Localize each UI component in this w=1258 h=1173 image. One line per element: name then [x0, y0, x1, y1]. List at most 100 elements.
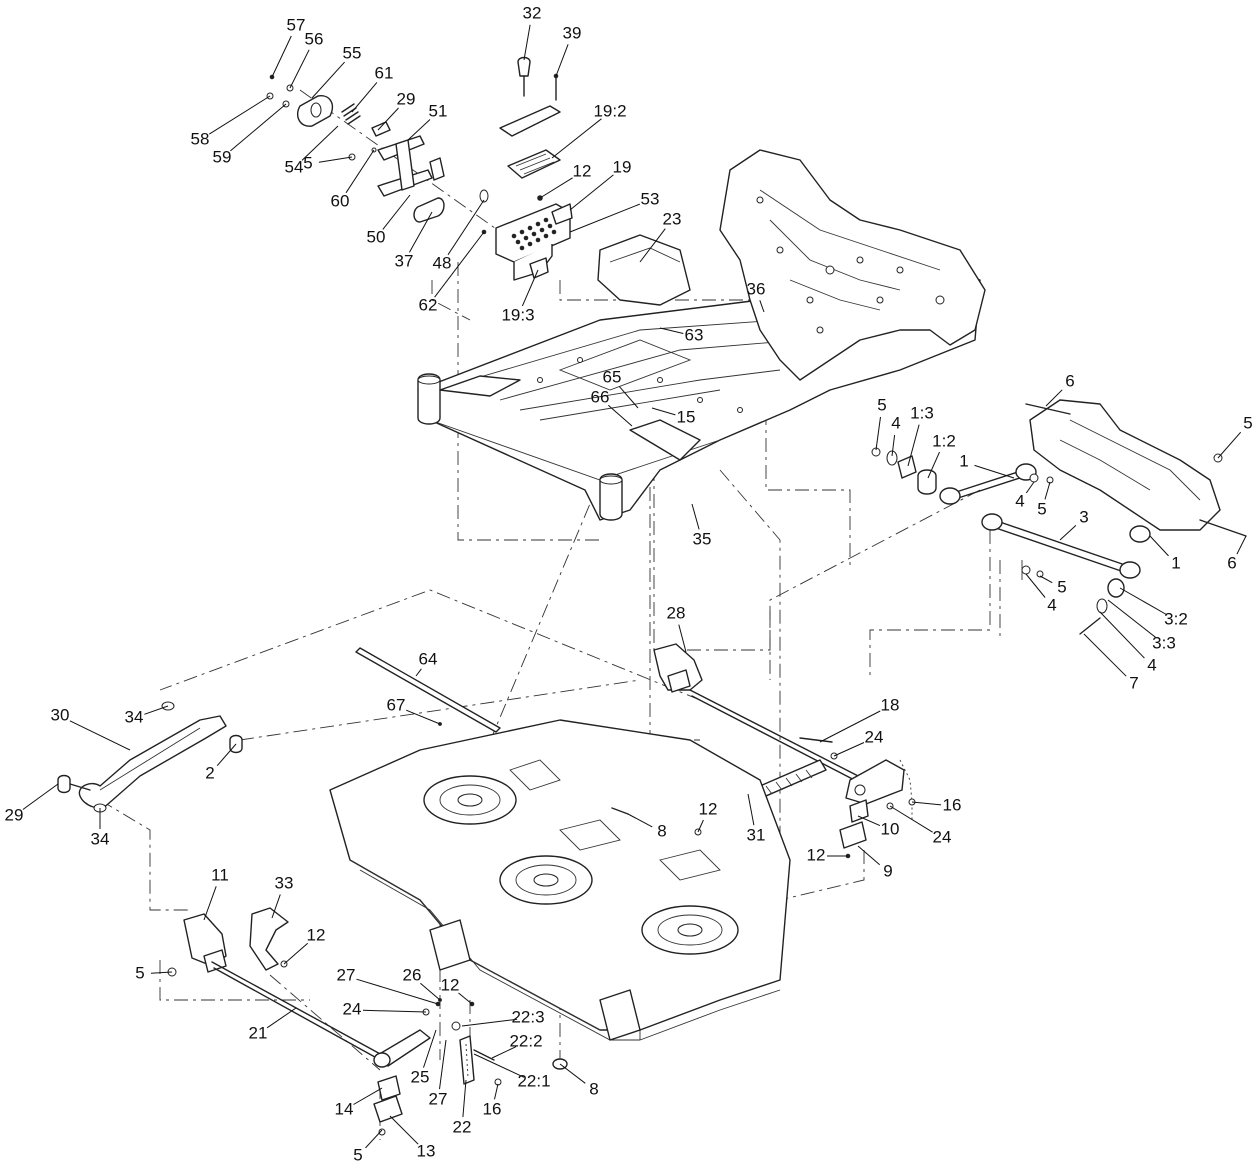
- lower-shaft-assembly: [167, 907, 502, 1136]
- leader-c3_3: [1107, 599, 1156, 638]
- callout-c56: 56: [305, 29, 324, 48]
- callout-c12a: 12: [573, 161, 592, 180]
- callout-leaders: [22, 24, 1247, 1149]
- callout-c4b: 4: [1015, 491, 1024, 510]
- leader-c8a: [627, 813, 653, 828]
- callout-c13: 13: [417, 1141, 436, 1160]
- callout-c1_2: 1:2: [932, 431, 956, 450]
- leader-c5e: [1039, 575, 1053, 584]
- callout-c48: 48: [433, 253, 452, 272]
- callout-c1a: 1: [959, 451, 968, 470]
- callout-c26: 26: [403, 965, 422, 984]
- leader-c1_2: [927, 451, 940, 479]
- callout-c6a: 6: [1065, 371, 1074, 390]
- leader-c31: [747, 793, 755, 826]
- callout-c67: 67: [387, 695, 406, 714]
- callout-c53: 53: [641, 189, 660, 208]
- leader-c12d: [283, 942, 309, 965]
- callout-c34a: 34: [125, 707, 144, 726]
- leader-c29a: [377, 107, 399, 131]
- leader-c5a: [318, 156, 353, 163]
- pedal-plate-holes: [511, 217, 557, 251]
- callout-c5f: 5: [135, 963, 144, 982]
- leader-c66: [607, 404, 633, 427]
- leader-c36: [759, 300, 765, 313]
- callout-c5d: 5: [1037, 499, 1046, 518]
- callout-c57: 57: [287, 15, 306, 34]
- callout-c54: 54: [285, 157, 304, 176]
- leader-c22_1: [473, 1053, 525, 1078]
- leader-c27b: [439, 1039, 447, 1090]
- callout-c18: 18: [881, 695, 900, 714]
- leader-c24b: [889, 805, 933, 833]
- leader-c58: [209, 95, 271, 135]
- callout-c3_2: 3:2: [1164, 609, 1188, 628]
- leader-c65: [618, 385, 639, 409]
- right-link-assembly: [871, 399, 1247, 635]
- leader-c22: [462, 1079, 467, 1118]
- leader-c19_3: [521, 269, 539, 307]
- leader-c1a: [974, 464, 1015, 479]
- leader-c12a: [539, 177, 573, 199]
- callout-c7: 7: [1129, 673, 1138, 692]
- leader-c64: [415, 668, 422, 677]
- leader-c2: [216, 743, 237, 767]
- callout-c8b: 8: [589, 1079, 598, 1098]
- leader-c19: [569, 174, 614, 211]
- leader-c18: [819, 710, 881, 743]
- leader-c4b: [1025, 481, 1035, 494]
- callout-c14: 14: [335, 1099, 354, 1118]
- leader-c12b: [697, 819, 704, 833]
- callout-c27b: 27: [429, 1089, 448, 1108]
- leader-c7: [1083, 633, 1127, 677]
- callout-c3_3: 3:3: [1152, 633, 1176, 652]
- callout-c30: 30: [51, 705, 70, 724]
- callout-c12b: 12: [699, 799, 718, 818]
- callout-c24c: 24: [343, 999, 362, 1018]
- leader-c37: [408, 211, 433, 253]
- callout-c55: 55: [343, 43, 362, 62]
- callout-c12d: 12: [307, 925, 326, 944]
- leader-c5f: [150, 971, 173, 974]
- leader-c26: [420, 982, 441, 1001]
- leader-c34a: [144, 705, 169, 715]
- callout-c4d: 4: [1147, 655, 1156, 674]
- pedal-assembly: [495, 56, 573, 281]
- leader-c22_2: [491, 1046, 517, 1059]
- callout-c34b: 34: [91, 829, 110, 848]
- leader-c30: [69, 720, 131, 751]
- mower-deck: [329, 719, 791, 1070]
- leader-c9: [857, 845, 881, 866]
- callout-c33: 33: [275, 873, 294, 892]
- leader-c48: [447, 199, 485, 256]
- leader-c4c: [1025, 573, 1046, 598]
- leader-c16a: [911, 801, 942, 806]
- leader-c51: [407, 119, 431, 141]
- callout-c1b: 1: [1171, 553, 1180, 572]
- callout-c35: 35: [693, 529, 712, 548]
- callout-c12c: 12: [807, 845, 826, 864]
- leader-c4d: [1099, 611, 1145, 659]
- leader-c62: [434, 231, 485, 298]
- callout-c58: 58: [191, 129, 210, 148]
- left-link-assembly: [57, 701, 243, 813]
- callout-c6b: 6: [1227, 553, 1236, 572]
- leader-c28: [678, 624, 687, 653]
- callout-c27a: 27: [337, 965, 356, 984]
- leader-c15: [651, 407, 676, 416]
- callout-c32: 32: [523, 3, 542, 22]
- callout-c61: 61: [375, 63, 394, 82]
- callout-c63: 63: [685, 325, 704, 344]
- leader-c8b: [559, 1063, 586, 1084]
- callout-c24a: 24: [865, 727, 884, 746]
- callout-c11: 11: [211, 865, 229, 884]
- callout-c21: 21: [249, 1023, 268, 1042]
- callout-c3: 3: [1079, 507, 1088, 526]
- leader-c5b: [875, 416, 881, 451]
- leader-c6b: [1236, 535, 1247, 555]
- leader-c25: [423, 1029, 437, 1068]
- callout-c2: 2: [205, 763, 214, 782]
